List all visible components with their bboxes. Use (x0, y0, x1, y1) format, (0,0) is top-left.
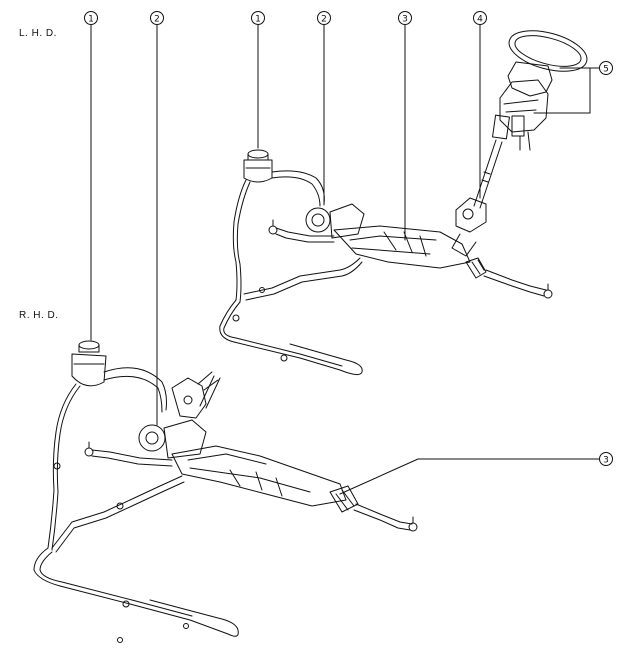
svg-text:4: 4 (477, 15, 483, 25)
callout-3-lhd: 3 (398, 11, 412, 241)
svg-text:3: 3 (603, 456, 609, 466)
svg-text:1: 1 (88, 15, 94, 25)
lhd-label: L. H. D. (19, 28, 57, 39)
reservoir-lhd (243, 149, 273, 183)
pump-lhd (305, 203, 365, 239)
callout-2-top: 2 (150, 11, 164, 426)
rhd-label: R. H. D. (19, 310, 59, 321)
callout-5-lhd: 5 (533, 61, 613, 114)
svg-text:5: 5 (603, 65, 609, 75)
callout-4-lhd: 4 (473, 11, 487, 199)
callout-1-top: 1 (84, 11, 98, 341)
svg-text:2: 2 (321, 15, 327, 25)
rhd-assembly (33, 340, 418, 643)
callout-2-lhd: 2 (317, 11, 331, 206)
reservoir-rhd (71, 340, 107, 387)
pump-rhd (138, 419, 207, 459)
callout-1-lhd: 1 (251, 11, 265, 149)
svg-text:3: 3 (402, 15, 408, 25)
svg-text:1: 1 (255, 15, 261, 25)
lhd-assembly (219, 30, 588, 376)
svg-text:2: 2 (154, 15, 160, 25)
callout-3-rhd: 3 (339, 452, 613, 495)
steering-wheel-lhd (507, 30, 588, 97)
